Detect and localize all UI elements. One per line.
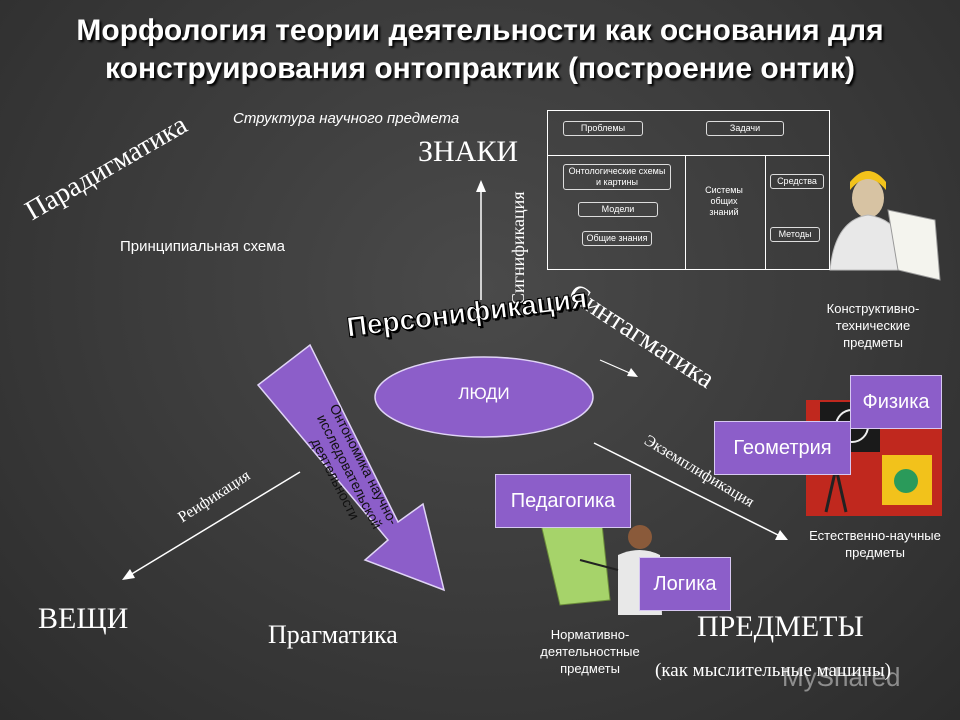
ontological-schemes-box: Онтологические схемы и картины [563, 164, 671, 190]
people-ellipse [374, 356, 594, 438]
knowledge-systems-text: Системы общих знаний [705, 185, 743, 217]
principal-scheme-label: Принципиальная схема [120, 238, 285, 255]
reification-arrowhead [122, 569, 135, 580]
globe-icon [894, 469, 918, 493]
watermark-logo: MyShared [782, 662, 901, 692]
logic-box: Логика [639, 557, 731, 611]
znaki-label: ЗНАКИ [418, 135, 519, 168]
signification-arrowhead [476, 180, 486, 192]
ontonomics-big-arrow [256, 343, 446, 592]
physics-box: Физика [850, 375, 942, 429]
structure-divider-v1 [685, 155, 686, 270]
tripod-leg-left [824, 467, 838, 513]
structure-divider-v2 [765, 155, 766, 270]
subjects-label: ПРЕДМЕТЫ [697, 610, 864, 643]
structure-label: Структура научного предмета [233, 110, 460, 127]
geometry-box: Геометрия [714, 421, 851, 475]
problems-box: Проблемы [563, 121, 643, 136]
structure-divider-h [548, 155, 829, 156]
means-box: Средства [770, 174, 824, 189]
signification-label: Сигнификация [508, 191, 528, 305]
natural-science-caption: Естественно-научные предметы [809, 528, 941, 560]
normative-caption: Нормативно-деятельностные предметы [540, 627, 640, 676]
methods-box: Методы [770, 227, 820, 242]
things-label: ВЕЩИ [38, 602, 129, 635]
pragmatics-label: Прагматика [268, 620, 398, 649]
syntagmatics-arrow [599, 359, 633, 375]
page-title: Морфология теории деятельности как основ… [76, 14, 884, 85]
models-box: Модели [578, 202, 658, 217]
pedagogy-box: Педагогика [495, 474, 631, 528]
exemplification-arrowhead [775, 530, 788, 540]
people-label: ЛЮДИ [458, 384, 510, 403]
general-knowledge-box: Общие знания [582, 231, 652, 246]
syntagmatics-arrowhead [627, 368, 638, 377]
subjects-note: (как мыслительные машины) [655, 660, 891, 681]
constructive-caption: Конструктивно-технические предметы [826, 301, 920, 350]
tasks-box: Задачи [706, 121, 784, 136]
exemplification-arrow [593, 442, 781, 537]
tripod-leg-right [834, 467, 848, 513]
engineer-figure [829, 171, 941, 281]
structure-diagram: Проблемы Задачи Онтологические схемы и к… [547, 110, 830, 270]
reification-arrow [129, 471, 301, 576]
